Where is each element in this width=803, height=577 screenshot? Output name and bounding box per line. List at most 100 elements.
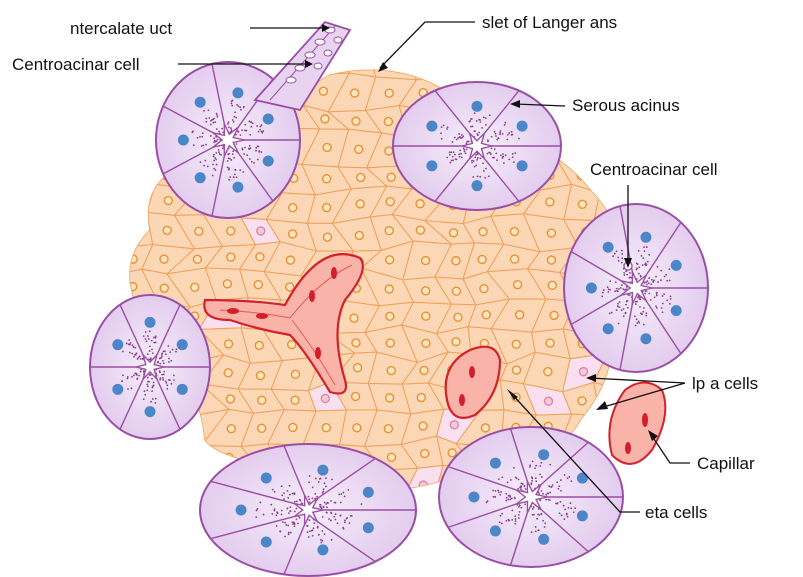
islet-cell-nucleus xyxy=(352,339,360,347)
beta-cell xyxy=(687,102,735,139)
islet-cell-nucleus xyxy=(323,175,331,183)
islet-cell-nucleus xyxy=(350,314,358,322)
islet-cell-nucleus xyxy=(289,230,297,238)
islet-cell-nucleus xyxy=(385,147,393,155)
beta-cell xyxy=(687,80,738,110)
islet-cell-nucleus xyxy=(385,89,393,97)
islet-cell-nucleus xyxy=(452,257,460,265)
islet-cell-nucleus xyxy=(514,60,522,68)
acinar-nucleus xyxy=(363,487,374,498)
acinus-bottom-left xyxy=(200,444,416,576)
beta-cell xyxy=(653,47,708,84)
islet-cell-nucleus xyxy=(291,396,299,404)
islet-cell-nucleus xyxy=(707,62,715,70)
islet-cell-nucleus xyxy=(321,115,329,123)
beta-cell xyxy=(143,500,191,525)
islet-cell-nucleus xyxy=(422,287,430,295)
islet-cell-nucleus xyxy=(193,453,201,461)
acinar-nucleus xyxy=(178,135,189,146)
islet-cell-nucleus xyxy=(128,198,136,206)
islet-cell-nucleus xyxy=(674,450,682,458)
islet-cell-nucleus xyxy=(419,422,427,430)
islet-cell-nucleus xyxy=(673,144,681,152)
islet-cell-nucleus xyxy=(416,200,424,208)
acinar-nucleus xyxy=(145,317,156,328)
acinus-right-centroacinar xyxy=(564,204,708,372)
islet-cell-nucleus xyxy=(160,255,168,263)
beta-cell xyxy=(136,437,193,465)
islet-cell-nucleus xyxy=(258,424,266,432)
islet-cell-nucleus xyxy=(158,90,166,98)
acinar-nucleus xyxy=(671,305,682,316)
islet-cell-nucleus xyxy=(353,424,361,432)
islet-cell-nucleus xyxy=(707,143,715,151)
islet-cell-nucleus xyxy=(258,396,266,404)
islet-cell-nucleus xyxy=(510,228,518,236)
beta-cell xyxy=(137,47,187,83)
islet-cell-nucleus xyxy=(387,367,395,375)
islet-cell-nucleus xyxy=(706,198,714,206)
islet-cell-nucleus xyxy=(224,369,232,377)
serous-acinus-top-right xyxy=(393,82,561,210)
islet-cell-nucleus xyxy=(195,227,203,235)
islet-cell-nucleus xyxy=(703,341,711,349)
label-centroacinar-cell-top: Centroacinar cell xyxy=(12,55,140,74)
acinar-nucleus xyxy=(112,339,123,350)
acinar-nucleus xyxy=(263,114,274,125)
islet-cell-nucleus xyxy=(128,87,136,95)
acinar-nucleus xyxy=(317,465,328,476)
islet-cell-nucleus xyxy=(514,281,522,289)
beta-cell xyxy=(110,161,155,190)
islet-cell-nucleus xyxy=(291,370,299,378)
acinar-nucleus xyxy=(586,283,597,294)
beta-cell xyxy=(109,493,162,526)
islet-cell-nucleus xyxy=(191,283,199,291)
acinar-nucleus xyxy=(232,87,243,98)
islet-cell-nucleus xyxy=(422,257,430,265)
islet-cell-nucleus xyxy=(384,118,392,126)
acinar-nucleus xyxy=(261,473,272,484)
islet-cell-nucleus xyxy=(710,89,718,97)
islet-cell-nucleus xyxy=(547,229,555,237)
beta-cell xyxy=(106,437,160,470)
islet-cell-nucleus xyxy=(257,227,265,235)
islet-cell-nucleus xyxy=(286,256,294,264)
islet-cell-nucleus xyxy=(129,113,137,121)
islet-cell-nucleus xyxy=(131,478,139,486)
acinar-nucleus xyxy=(317,544,328,555)
label-alpha-cells: lp a cells xyxy=(692,374,758,393)
islet-cell-nucleus xyxy=(385,285,393,293)
islet-cell-nucleus xyxy=(608,87,616,95)
islet-cell-nucleus xyxy=(356,200,364,208)
beta-cell xyxy=(143,465,193,503)
islet-cell-nucleus xyxy=(422,312,430,320)
beta-cell xyxy=(468,49,509,82)
islet-cell-nucleus xyxy=(351,89,359,97)
acinar-nucleus xyxy=(517,160,528,171)
islet-cell-nucleus xyxy=(452,338,460,346)
islet-cell-nucleus xyxy=(454,313,462,321)
islet-cell-nucleus xyxy=(452,60,460,68)
islet-cell-nucleus xyxy=(578,397,586,405)
islet-cell-nucleus xyxy=(578,88,586,96)
islet-cell-nucleus xyxy=(675,199,683,207)
islet-cell-nucleus xyxy=(708,508,716,516)
islet-cell-nucleus xyxy=(578,58,586,66)
islet-cell-nucleus xyxy=(194,425,202,433)
islet-cell-nucleus xyxy=(162,449,170,457)
islet-cell-nucleus xyxy=(163,479,171,487)
islet-cell-nucleus xyxy=(319,87,327,95)
islet-cell-nucleus xyxy=(579,368,587,376)
islet-cell-nucleus xyxy=(546,58,554,66)
acinar-nucleus xyxy=(577,510,588,521)
islet-cell-nucleus xyxy=(227,425,235,433)
islet-cell-nucleus xyxy=(640,87,648,95)
acinar-nucleus xyxy=(263,155,274,166)
beta-cell xyxy=(489,46,542,82)
islet-cell-nucleus xyxy=(289,204,297,212)
islet-cell-nucleus xyxy=(355,145,363,153)
islet-cell-nucleus xyxy=(419,59,427,67)
islet-cell-nucleus xyxy=(710,477,718,485)
islet-cell-nucleus xyxy=(160,284,168,292)
islet-cell-nucleus xyxy=(575,118,583,126)
